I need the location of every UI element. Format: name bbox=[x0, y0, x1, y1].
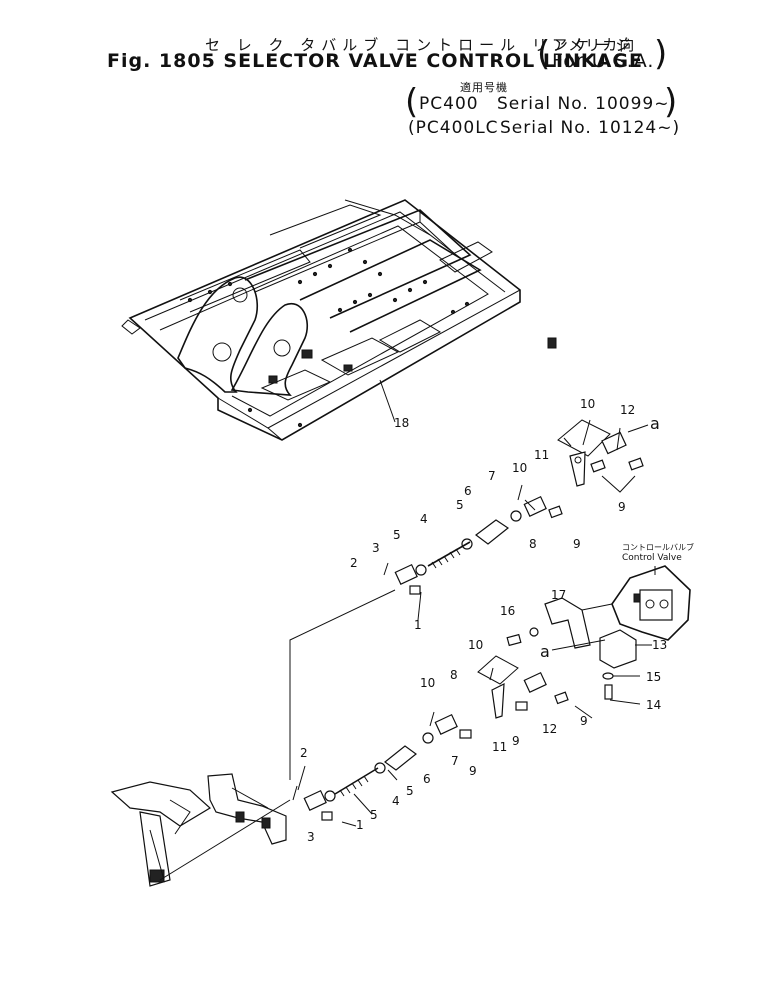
part-number-5: 5 bbox=[456, 498, 464, 512]
region-label: For U.S.A. bbox=[552, 50, 655, 72]
part-number-5: 5 bbox=[393, 528, 401, 542]
figure-title: Fig. 1805 SELECTOR VALVE CONTROL LINKAGE bbox=[107, 50, 643, 72]
serial-bracket-close: ) bbox=[664, 82, 678, 122]
part-number-11: 11 bbox=[492, 740, 508, 754]
part-number-12: 12 bbox=[620, 403, 636, 417]
part-number-10: 10 bbox=[468, 638, 484, 652]
part-number-13: 13 bbox=[652, 638, 668, 652]
ref-a-lower: a bbox=[540, 642, 550, 661]
part-number-8: 8 bbox=[450, 668, 458, 682]
serial-2-text: Serial No. 10124~) bbox=[500, 118, 681, 138]
part-number-5: 5 bbox=[406, 784, 414, 798]
ref-a-upper: a bbox=[650, 414, 660, 433]
control-valve bbox=[506, 565, 691, 700]
part-number-15: 15 bbox=[646, 670, 662, 684]
part-number-3: 3 bbox=[372, 541, 380, 555]
serial-2-model: (PC400LC bbox=[408, 118, 499, 138]
control-valve-label-jp: コントロールバルブ bbox=[622, 543, 694, 552]
part-number-10: 10 bbox=[512, 461, 528, 475]
part-number-14: 14 bbox=[646, 698, 662, 712]
lower-linkage bbox=[292, 655, 569, 821]
applicable-models-label: 適用号機 bbox=[460, 81, 508, 94]
selector-lever-bracket bbox=[110, 773, 287, 887]
part-number-7: 7 bbox=[488, 469, 496, 483]
part-number-9: 9 bbox=[469, 764, 477, 778]
part-number-16: 16 bbox=[500, 604, 516, 618]
part-number-3: 3 bbox=[307, 830, 315, 844]
revolving-frame bbox=[121, 199, 557, 441]
part-number-1: 1 bbox=[414, 618, 422, 632]
upper-linkage bbox=[383, 419, 649, 595]
region-bracket-open: ( bbox=[537, 34, 551, 74]
part-number-8: 8 bbox=[529, 537, 537, 551]
part-number-4: 4 bbox=[392, 794, 400, 808]
part-number-11: 11 bbox=[534, 448, 550, 462]
part-number-18: 18 bbox=[394, 416, 410, 430]
serial-bracket-open: ( bbox=[405, 82, 419, 122]
control-valve-label: Control Valve bbox=[622, 553, 682, 563]
part-number-6: 6 bbox=[423, 772, 431, 786]
serial-1-text: Serial No. 10099~ bbox=[497, 94, 670, 114]
part-number-17: 17 bbox=[551, 588, 567, 602]
part-number-2: 2 bbox=[300, 746, 308, 760]
part-number-9: 9 bbox=[512, 734, 520, 748]
region-japanese: アメリカ向 bbox=[552, 36, 637, 54]
part-number-5: 5 bbox=[370, 808, 378, 822]
region-bracket-close: ) bbox=[654, 34, 668, 74]
serial-1-model: PC400 bbox=[419, 94, 479, 114]
part-number-1: 1 bbox=[356, 818, 364, 832]
part-number-9: 9 bbox=[580, 714, 588, 728]
part-number-10: 10 bbox=[420, 676, 436, 690]
part-number-10: 10 bbox=[580, 397, 596, 411]
part-number-2: 2 bbox=[350, 556, 358, 570]
part-number-9: 9 bbox=[618, 500, 626, 514]
part-number-9: 9 bbox=[573, 537, 581, 551]
part-number-7: 7 bbox=[451, 754, 459, 768]
part-number-6: 6 bbox=[464, 484, 472, 498]
title-japanese: セ レ ク タバルブ コントロール リンケージ bbox=[205, 36, 637, 54]
part-number-12: 12 bbox=[542, 722, 558, 736]
part-number-4: 4 bbox=[420, 512, 428, 526]
